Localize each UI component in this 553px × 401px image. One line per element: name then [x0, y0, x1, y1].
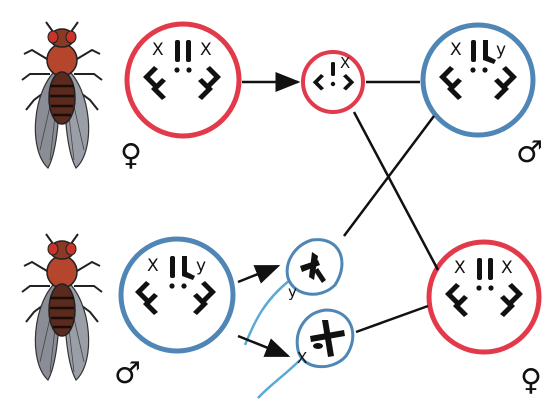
chromosome-label: y [196, 256, 206, 276]
arrow-male-to-sperm-x [237, 334, 291, 358]
male-offspring-symbol: ♂ [516, 135, 543, 170]
line-sperm-x-to-female-offspring [355, 304, 429, 334]
line-sperm-y-to-male-offspring [343, 115, 435, 237]
female-symbol: ♀ [120, 138, 142, 173]
chromosome-label: X [501, 258, 513, 278]
sperm-cell-y: y [243, 238, 344, 346]
chromosome-label: X [450, 40, 462, 60]
male-fly-image [20, 232, 104, 382]
egg-cell: X [301, 50, 365, 114]
female-offspring-cell: X X [426, 239, 542, 355]
chromosome-label: y [496, 40, 506, 60]
chromosome-label: X [200, 40, 212, 60]
chromosome-label: y [288, 283, 297, 301]
chromosome-label: X [454, 258, 466, 278]
male-symbol: ♂ [114, 356, 141, 391]
male-parent-cell: X y [118, 236, 236, 354]
chromosome-label: X [152, 40, 164, 60]
female-fly-image [20, 20, 104, 170]
chromosome-label: X [340, 54, 350, 72]
chromosome-label: X [147, 256, 159, 276]
dot-chromosomes [174, 40, 192, 73]
arrow-male-to-sperm-y [237, 264, 281, 284]
male-offspring-cell: X y [420, 22, 536, 138]
line-egg-to-female-offspring [352, 111, 440, 271]
chromosome-label: X [297, 349, 307, 367]
female-offspring-symbol: ♀ [520, 363, 542, 398]
female-parent-cell: X X [124, 21, 242, 139]
sperm-cell-x: X [257, 308, 355, 399]
